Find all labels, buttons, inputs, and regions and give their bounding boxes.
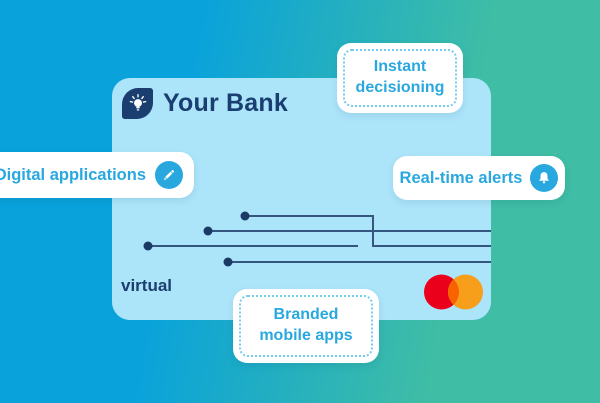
circuit-lines: [143, 211, 491, 267]
lightbulb-icon: [122, 88, 153, 119]
brand-name: Your Bank: [163, 89, 288, 117]
callout-branded-mobile-apps: Branded mobile apps: [233, 289, 379, 363]
callout-label-line1: Branded: [273, 306, 339, 324]
callout-label-line2: mobile apps: [259, 327, 353, 344]
callout-label: Real-time alerts: [399, 168, 523, 187]
callout-real-time-alerts: Real-time alerts: [393, 156, 565, 200]
callout-label-line1: Instant: [373, 58, 427, 76]
callout-label: Digital applications: [0, 165, 146, 184]
callout-label-line2: decisioning: [355, 79, 445, 96]
dotted-border: Instant decisioning: [343, 49, 457, 107]
mastercard-logo: [424, 274, 483, 310]
card-type-label: virtual: [121, 276, 173, 295]
dotted-border: Branded mobile apps: [239, 295, 373, 357]
callout-digital-applications: Digital applications: [0, 152, 194, 198]
pencil-icon: [155, 161, 183, 189]
callout-instant-decisioning: Instant decisioning: [337, 43, 463, 113]
bell-icon: [530, 164, 559, 192]
brand-logo: Your Bank: [122, 88, 288, 119]
